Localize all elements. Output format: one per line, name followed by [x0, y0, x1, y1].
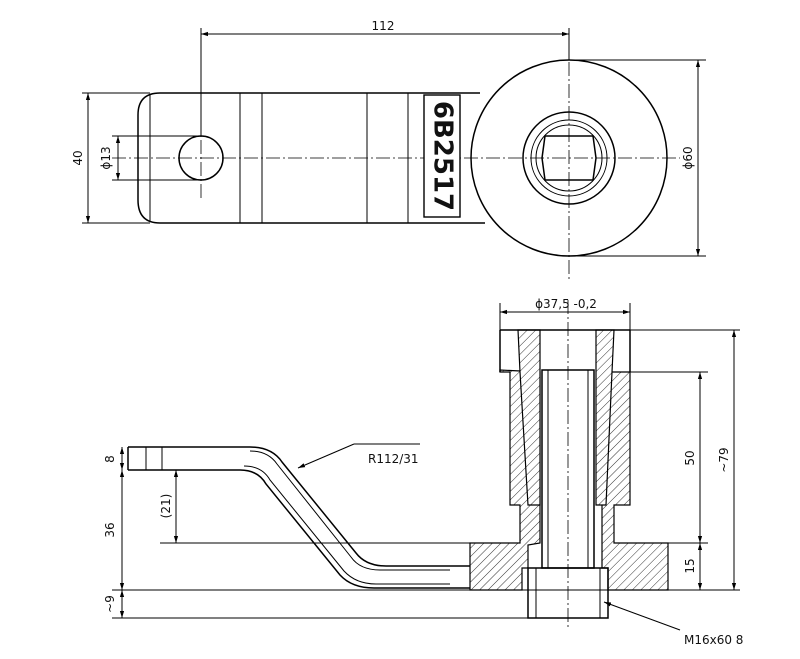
dim-offset-ref: (21) [159, 494, 173, 519]
dim-height: 40 [71, 150, 85, 165]
side-view: ϕ37,5 -0,2 8 36 (21) ~9 50 15 ~79 R112/3… [103, 297, 743, 647]
part-label-box [423, 94, 461, 218]
dim-50: 50 [683, 450, 697, 465]
dim-radius: R112/31 [368, 452, 419, 466]
dim-offset: 36 [103, 522, 117, 537]
bolt-spec: M16x60 8 [684, 633, 743, 647]
bent-arm [127, 446, 470, 589]
top-view: 6B2517 112 40 ϕ13 ϕ60 [71, 19, 706, 280]
hub-section-right [601, 371, 669, 591]
dim-wheel: ϕ60 [681, 146, 695, 169]
dim-hole: ϕ13 [99, 146, 113, 169]
dim-thickness: 8 [103, 455, 117, 463]
dim-bore: ϕ37,5 -0,2 [535, 297, 597, 311]
dim-15: 15 [683, 558, 697, 573]
arm-outline [137, 92, 485, 224]
part-label: 6B2517 [428, 101, 458, 211]
dim-length: 112 [372, 19, 395, 33]
dim-bottom: ~9 [103, 595, 117, 613]
dim-79: ~79 [717, 447, 731, 472]
